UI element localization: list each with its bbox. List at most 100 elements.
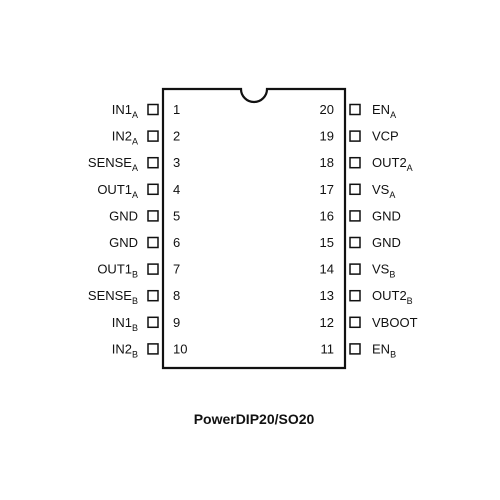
pin-pad	[147, 236, 159, 249]
pin-pad	[147, 263, 159, 275]
pin-pad	[349, 289, 361, 302]
pin-subscript: A	[132, 110, 138, 120]
pin-name: SENSE	[88, 288, 132, 303]
pin-4: 4 OUT1A	[97, 182, 180, 200]
pin-10: 10 IN2B	[112, 341, 188, 359]
pin-name: IN2	[112, 341, 132, 356]
pin-pad	[147, 156, 159, 169]
pin-name: IN1	[112, 102, 132, 117]
pin-number: 19	[320, 129, 334, 144]
pin-number: 10	[173, 341, 187, 356]
pin-16: 16 GND	[320, 208, 401, 223]
pin-label: GND	[109, 235, 138, 250]
pin-pad	[147, 183, 159, 196]
pin-name: IN1	[112, 315, 132, 330]
pin-pad	[147, 130, 159, 142]
pin-name: OUT1	[97, 262, 132, 277]
pin-subscript: A	[132, 190, 138, 200]
pin-number: 4	[173, 182, 180, 197]
pin-number: 14	[320, 262, 334, 277]
pin-label: GND	[372, 235, 401, 250]
pin-number: 2	[173, 129, 180, 144]
pin-label: IN1B	[112, 315, 138, 333]
pin-name: OUT1	[97, 182, 132, 197]
pin-pad	[349, 316, 361, 329]
pin-number: 9	[173, 315, 180, 330]
pin-label: ENB	[372, 341, 396, 359]
pin-pad	[147, 343, 159, 355]
pin-number: 15	[320, 235, 334, 250]
pin-8: 8 SENSEB	[88, 288, 180, 306]
pin-pad	[349, 236, 361, 249]
pin-subscript: A	[132, 137, 138, 147]
pin-20: 20 ENA	[320, 102, 397, 120]
pin-label: VSB	[372, 262, 395, 280]
pin-number: 13	[320, 288, 334, 303]
pin-label: SENSEA	[88, 155, 138, 173]
pin-name: GND	[372, 208, 401, 223]
pin-name: OUT2	[372, 155, 407, 170]
pin-number: 7	[173, 262, 180, 277]
pin-name: EN	[372, 102, 390, 117]
pin-pad	[349, 183, 361, 196]
pin-name: VS	[372, 262, 390, 277]
pin-subscript: A	[132, 163, 138, 173]
pin-name: VS	[372, 182, 390, 197]
pin-subscript: B	[132, 349, 138, 359]
pin-2: 2 IN2A	[112, 129, 180, 147]
pin-label: OUT2A	[372, 155, 413, 173]
pin-label: VCP	[372, 129, 399, 144]
pin-18: 18 OUT2A	[320, 155, 413, 173]
pin-name: GND	[109, 235, 138, 250]
pin-label: GND	[109, 208, 138, 223]
pin-number: 1	[173, 102, 180, 117]
pin-name: IN2	[112, 129, 132, 144]
pin-label: OUT1A	[97, 182, 138, 200]
pin-label: SENSEB	[88, 288, 138, 306]
pin-subscript: A	[389, 190, 395, 200]
pin-name: GND	[109, 208, 138, 223]
pin-subscript: A	[407, 163, 413, 173]
pin-pad	[349, 210, 361, 222]
pin-5: 5 GND	[109, 208, 180, 223]
pin-name: EN	[372, 341, 390, 356]
package-caption: PowerDIP20/SO20	[194, 411, 315, 427]
pin-name: VBOOT	[372, 315, 418, 330]
pin-number: 16	[320, 208, 334, 223]
pin-pad	[349, 103, 361, 116]
pin-label: IN2B	[112, 341, 138, 359]
pin-label: GND	[372, 208, 401, 223]
pin-number: 8	[173, 288, 180, 303]
pin-15: 15 GND	[320, 235, 401, 250]
pin-subscript: B	[389, 270, 395, 280]
pin-pad	[349, 263, 361, 275]
pin-6: 6 GND	[109, 235, 180, 250]
pin-number: 5	[173, 208, 180, 223]
pin-1: 1 IN1A	[112, 102, 180, 120]
pin-pad	[349, 343, 361, 355]
pin-subscript: B	[390, 349, 396, 359]
pin-name: OUT2	[372, 288, 407, 303]
left-pin-column: 1IN1A2IN2A3SENSEA4OUT1A5GND6GND7OUT1B8SE…	[88, 102, 188, 359]
pin-label: ENA	[372, 102, 396, 120]
pin-pad	[147, 103, 159, 116]
pin-label: IN1A	[112, 102, 138, 120]
pin-pad	[349, 156, 361, 169]
pin-name: SENSE	[88, 155, 132, 170]
pin-19: 19 VCP	[320, 129, 399, 144]
pin-number: 6	[173, 235, 180, 250]
pin-number: 20	[320, 102, 334, 117]
pin-pad	[147, 210, 159, 222]
pin-label: VBOOT	[372, 315, 418, 330]
pin-9: 9 IN1B	[112, 315, 180, 333]
pin-number: 12	[320, 315, 334, 330]
pin-number: 18	[320, 155, 334, 170]
pin-pad	[147, 289, 159, 302]
pin-subscript: B	[132, 296, 138, 306]
pin-label: VSA	[372, 182, 395, 200]
